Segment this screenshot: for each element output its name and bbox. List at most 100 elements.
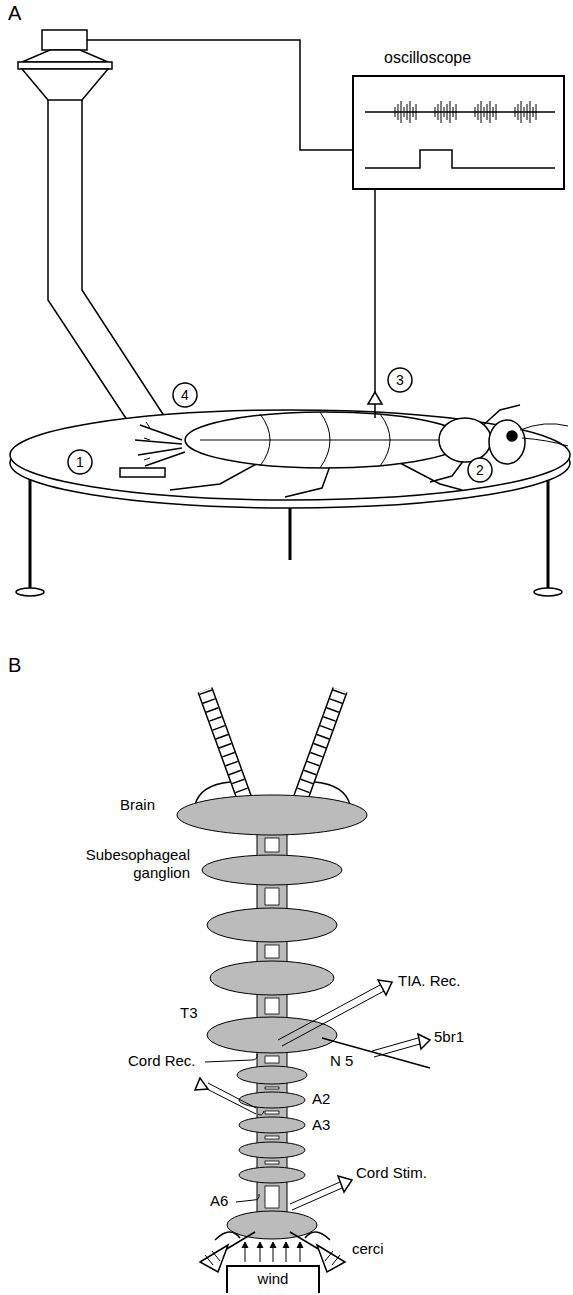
ganglion (239, 1092, 305, 1108)
spike (524, 107, 525, 117)
connective-gap (265, 998, 279, 1014)
arrowhead (418, 1034, 430, 1049)
nerve-cord (177, 795, 367, 1239)
connective-gap (265, 945, 279, 958)
ganglion (207, 908, 337, 942)
electrode-label: Cord Rec. (128, 1052, 196, 1070)
spike (456, 104, 457, 120)
wind-source: wind (226, 1265, 320, 1293)
funnel-top (22, 50, 108, 62)
spike (450, 101, 451, 123)
spike (447, 104, 448, 120)
spike (521, 101, 522, 123)
a6-electrode (236, 1194, 259, 1202)
nerve-label: N 5 (330, 1052, 353, 1070)
ganglion (239, 1167, 305, 1183)
tube-right (82, 100, 185, 448)
node-text: oscilloscope (384, 49, 471, 67)
spike (527, 104, 528, 120)
ganglion (239, 1142, 305, 1158)
callout-number: 1 (68, 453, 92, 471)
part-label: Subesophageal ganglion (40, 846, 190, 882)
ganglion-label: A6 (210, 1192, 228, 1210)
ganglion (237, 1066, 307, 1084)
spike (533, 107, 534, 117)
5br1-electrode (372, 1038, 420, 1057)
connective-gap (265, 1186, 279, 1208)
table-foot (534, 588, 562, 596)
spike (515, 107, 516, 117)
electrode-label: TIA. Rec. (398, 972, 461, 990)
camera-wire (87, 40, 352, 150)
cercus-holder (120, 468, 165, 477)
arrowhead (338, 1176, 352, 1192)
cockroach-body (185, 412, 465, 468)
spike (478, 104, 479, 120)
antenna (205, 690, 340, 800)
arrowhead (195, 1078, 208, 1090)
spike (441, 101, 442, 123)
nerve-label: 5br1 (434, 1028, 464, 1046)
trace-pulse (365, 150, 555, 168)
spike (413, 107, 414, 117)
spike (536, 104, 537, 120)
cerci-hairs (144, 422, 150, 460)
spike (496, 104, 497, 120)
ganglion (210, 961, 334, 995)
spike (487, 104, 488, 120)
spike (395, 107, 396, 117)
callout-circle (173, 383, 197, 407)
connective-gap (265, 1056, 279, 1063)
arrowhead (378, 980, 392, 995)
head (489, 420, 525, 464)
callout-number: 2 (468, 461, 492, 479)
spike (493, 107, 494, 117)
spike (416, 104, 417, 120)
spike (481, 101, 482, 123)
cercus (200, 1245, 345, 1272)
spike (453, 107, 454, 117)
antennae (520, 424, 568, 446)
spike (490, 101, 491, 123)
oscilloscope-box: oscilloscope (352, 75, 565, 190)
legs (170, 405, 520, 497)
table-foot (16, 588, 44, 596)
connective-gap (265, 1111, 279, 1114)
ganglion-label: A3 (312, 1116, 330, 1134)
eye (507, 431, 517, 441)
connective-gap (265, 838, 279, 852)
spike-bursts (395, 101, 536, 123)
ganglion-label: T3 (180, 1004, 198, 1022)
electrode-wire (374, 190, 376, 418)
spike (407, 104, 408, 120)
abdomen-tip (215, 1232, 330, 1240)
spike (435, 107, 436, 117)
body-segments (200, 412, 440, 468)
funnel-bottom (22, 69, 108, 100)
spike (530, 101, 531, 123)
electrode-label: Cord Stim. (356, 1164, 427, 1182)
ganglion-label: A2 (312, 1090, 330, 1108)
spike (475, 107, 476, 117)
pronotum (439, 418, 491, 462)
connective-gap (265, 1161, 279, 1164)
node-text: wind (228, 1267, 318, 1288)
spike (444, 107, 445, 117)
ganglion (239, 1117, 305, 1133)
amplifier-symbol (368, 392, 382, 404)
connective-gap (265, 1136, 279, 1139)
wind-arrows (242, 1242, 303, 1262)
panel-letter: B (8, 656, 21, 674)
ganglion (227, 1211, 317, 1239)
cord-stim-electrode (290, 1182, 342, 1210)
ganglion (177, 795, 367, 835)
spike (518, 104, 519, 120)
ganglion (202, 855, 342, 885)
connective-gap (265, 888, 279, 905)
spike (438, 104, 439, 120)
part-label: Brain (120, 796, 155, 814)
callout-number: 4 (173, 386, 197, 404)
part-label: cerci (352, 1240, 384, 1258)
connective-gap (265, 1087, 279, 1089)
